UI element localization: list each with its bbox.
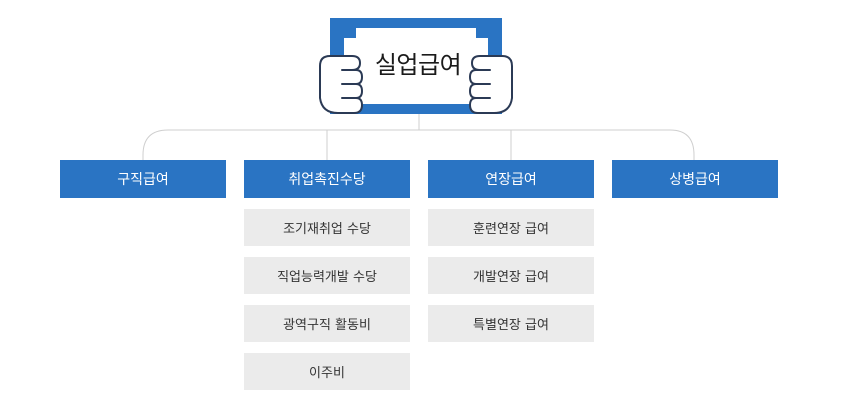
hands-holding-sign-icon	[319, 18, 513, 114]
list-item[interactable]: 특별연장 급여	[428, 305, 594, 342]
page-title: 실업급여	[374, 51, 462, 79]
list-item[interactable]: 조기재취업 수당	[244, 209, 410, 246]
list-item[interactable]: 광역구직 활동비	[244, 305, 410, 342]
category-job-seeking-benefit[interactable]: 구직급여	[60, 160, 226, 198]
list-item[interactable]: 개발연장 급여	[428, 257, 594, 294]
category-sickness-benefit[interactable]: 상병급여	[612, 160, 778, 198]
category-extended-benefit[interactable]: 연장급여	[428, 160, 594, 198]
category-reemployment-allowance[interactable]: 취업촉진수당	[244, 160, 410, 198]
list-item[interactable]: 직업능력개발 수당	[244, 257, 410, 294]
list-item[interactable]: 이주비	[244, 353, 410, 390]
list-item[interactable]: 훈련연장 급여	[428, 209, 594, 246]
